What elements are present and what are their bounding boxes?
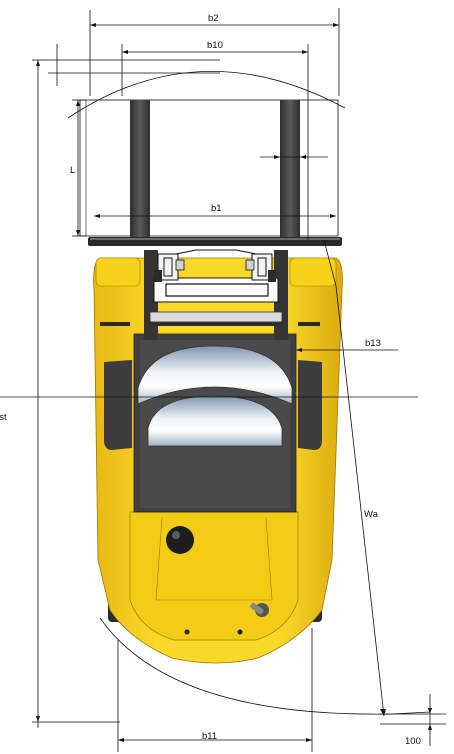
hole-left: [184, 629, 190, 635]
dimension-labels: b2 b10 L b1 b13 ast Wa b11 100: [0, 13, 421, 747]
knob-highlight: [172, 531, 180, 539]
arrowheads: [36, 23, 432, 742]
turning-arc-top: [67, 71, 346, 119]
label-100: 100: [405, 736, 421, 747]
slot-right: [298, 322, 320, 326]
mast: [144, 249, 288, 340]
turning-arc-bottom: [99, 617, 431, 715]
mast-head-slot: [165, 283, 269, 297]
operator-compartment: [133, 333, 297, 513]
pallet-outline: [79, 99, 339, 237]
forks: [130, 100, 300, 242]
wa-arrow: [380, 709, 386, 716]
fork-hook-right: [245, 253, 276, 282]
side-bumper-left: [104, 360, 132, 450]
label-b11: b11: [202, 731, 217, 742]
hole-right: [237, 629, 243, 635]
overhead-guard-front: [137, 345, 293, 405]
front-step-right: [289, 257, 337, 287]
fork-left: [130, 100, 150, 242]
fork-right: [280, 100, 300, 242]
L-arrow-bottom: [76, 230, 80, 236]
load-area: [67, 71, 346, 237]
fork-arrow-left: [274, 155, 280, 159]
label-b1: b1: [211, 203, 222, 214]
rear-panel-seam-right: [265, 517, 273, 601]
b1-arrow-right: [330, 214, 336, 218]
b11-arrow-left: [118, 738, 124, 742]
label-L: L: [70, 165, 75, 176]
wa-extension: [323, 239, 337, 287]
mast-crossbar: [149, 311, 283, 323]
front-step-left: [95, 257, 141, 287]
hook-link: [175, 249, 257, 255]
label-b10: b10: [207, 40, 223, 51]
wa-dim-line: [335, 285, 385, 717]
slot-left: [100, 322, 130, 326]
dimension-lines: [0, 8, 446, 752]
b11-arrow-right: [306, 738, 312, 742]
ast-arrow-top: [36, 60, 40, 66]
b2-arrow-left: [90, 23, 96, 27]
mast-crossbar-shadow: [150, 322, 282, 326]
b13-arrow: [296, 348, 302, 352]
knob: [166, 526, 194, 554]
ast-arrow-bottom: [36, 716, 40, 722]
label-b2: b2: [208, 13, 219, 24]
d100-arrow-bottom: [428, 724, 432, 730]
b10-arrow-left: [122, 50, 128, 54]
rear-panel-seam-left: [155, 517, 163, 601]
carriage-bar-highlight: [90, 238, 340, 240]
b2-arrow-right: [333, 23, 339, 27]
fork-arrow-right: [300, 155, 306, 159]
key-switch-lever: [250, 602, 264, 615]
label-ast: ast: [0, 412, 7, 423]
L-arrow-top: [76, 100, 80, 106]
side-bumper-right: [298, 360, 322, 450]
rear-panel: [129, 511, 299, 641]
b10-arrow-right: [302, 50, 308, 54]
b1-arrow-left: [94, 214, 100, 218]
label-b13: b13: [365, 338, 381, 349]
overhead-guard-rear: [147, 395, 283, 447]
d100-arrow-top: [428, 708, 432, 714]
fork-hook-left: [154, 253, 185, 282]
label-wa: Wa: [364, 509, 379, 520]
